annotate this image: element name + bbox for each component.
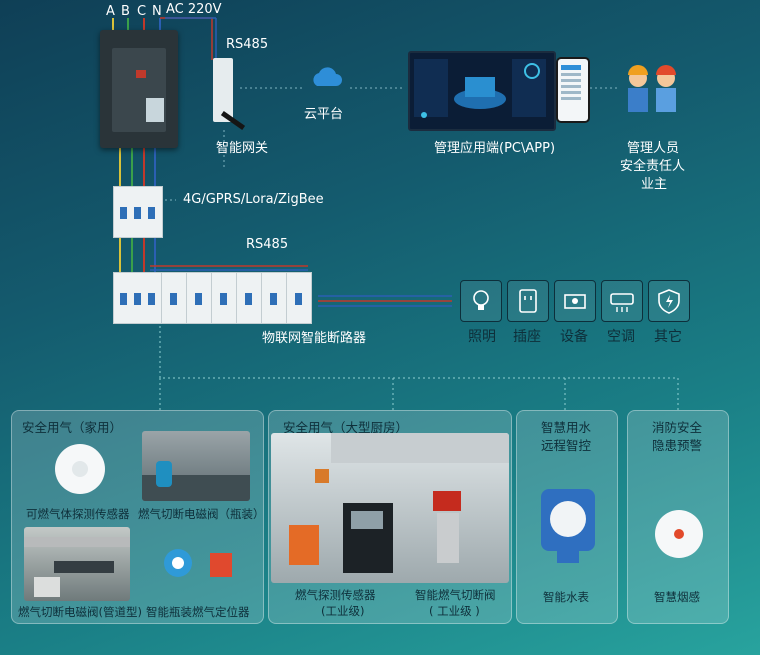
panel-home-item-3: 燃气切断电磁阀(管道型) [18, 605, 142, 619]
water-meter-image [541, 489, 595, 563]
phase-b-label: B [121, 4, 130, 19]
main-breaker [100, 30, 178, 148]
app-label: 管理应用端(PC\APP) [434, 141, 556, 156]
panel-kitchen-item-1-line-2: (工业级) [321, 604, 365, 618]
phase-a-label: A [106, 4, 115, 19]
people-label-3: 业主 [641, 177, 668, 192]
cloud-platform-label: 云平台 [304, 107, 344, 122]
rs485-top-label: RS485 [226, 37, 269, 52]
ac-voltage-label: AC 220V [166, 2, 222, 17]
phase-c-label: C [137, 4, 147, 19]
load-label-3: 设备 [560, 329, 588, 345]
panel-kitchen-item-2-line-1: 智能燃气切断阀 [415, 588, 496, 602]
iot-breaker-4 [236, 272, 262, 324]
iot-main-breaker [113, 272, 163, 324]
iot-breaker-6 [286, 272, 312, 324]
smart-gateway-device [213, 58, 233, 122]
socket-icon [519, 289, 537, 313]
load-equipment [554, 280, 596, 322]
bottle-locator-image [164, 549, 232, 577]
panel-home-item-2: 燃气切断电磁阀（瓶装） [138, 507, 265, 521]
cloud-icon [313, 67, 342, 86]
iot-breaker-1 [161, 272, 187, 324]
panel-kitchen-title: 安全用气（大型厨房） [283, 420, 409, 435]
kitchen-photo [271, 433, 509, 583]
panel-smart-water: 智慧用水 远程智控 智能水表 [516, 410, 618, 624]
gateway-label: 智能网关 [216, 141, 269, 156]
panel-kitchen-gas: 安全用气（大型厨房） 燃气探测传感器 (工业级) 智能燃气切断阀 ( 工业级 ) [268, 410, 512, 624]
load-lighting [460, 280, 502, 322]
panel-fire-title-1: 消防安全 [652, 420, 703, 435]
panel-kitchen-item-1-line-1: 燃气探测传感器 [295, 588, 376, 602]
managers-icon [628, 65, 676, 112]
mobile-app-screen [556, 57, 590, 123]
smoke-detector-image [655, 510, 703, 558]
protocols-label: 4G/GPRS/Lora/ZigBee [183, 192, 324, 207]
panel-fire-title-2: 隐患预警 [652, 438, 703, 453]
iot-breaker-2 [186, 272, 212, 324]
air-conditioner-icon [610, 293, 634, 312]
load-label-4: 空调 [607, 329, 635, 345]
panel-home-title: 安全用气（家用） [22, 420, 123, 435]
iot-breaker-label: 物联网智能断路器 [262, 331, 367, 346]
load-air-conditioner [601, 280, 643, 322]
phase-n-label: N [152, 4, 162, 19]
gas-detector-image [55, 444, 105, 494]
panel-water-item: 智能水表 [543, 590, 589, 604]
iot-breaker-5 [261, 272, 287, 324]
load-socket [507, 280, 549, 322]
rs485-mid-label: RS485 [246, 237, 289, 252]
panel-water-title-2: 远程智控 [541, 438, 592, 453]
panel-water-title-1: 智慧用水 [541, 420, 592, 435]
people-label-1: 管理人员 [627, 141, 680, 156]
pipe-valve-photo [24, 527, 130, 601]
communication-breaker [113, 186, 163, 238]
panel-kitchen-item-2-line-2: ( 工业级 ) [429, 604, 480, 618]
load-other [648, 280, 690, 322]
load-label-1: 照明 [468, 329, 496, 345]
bottle-valve-photo [142, 431, 250, 501]
people-label-2: 安全责任人 [620, 159, 686, 174]
bulb-icon [473, 290, 489, 310]
panel-home-item-1: 可燃气体探测传感器 [26, 507, 130, 521]
load-label-5: 其它 [654, 329, 682, 345]
panel-fire-safety: 消防安全 隐患预警 智慧烟感 [627, 410, 729, 624]
engine-icon [564, 294, 586, 309]
pc-dashboard-screen [408, 51, 556, 131]
panel-home-gas: 安全用气（家用） 可燃气体探测传感器 燃气切断电磁阀（瓶装） 燃气切断电磁阀(管… [11, 410, 265, 624]
load-label-2: 插座 [513, 329, 541, 345]
shield-bolt-icon [658, 289, 680, 314]
panel-home-item-4: 智能瓶装燃气定位器 [146, 605, 250, 619]
panel-fire-item: 智慧烟感 [654, 590, 700, 604]
iot-breaker-3 [211, 272, 237, 324]
